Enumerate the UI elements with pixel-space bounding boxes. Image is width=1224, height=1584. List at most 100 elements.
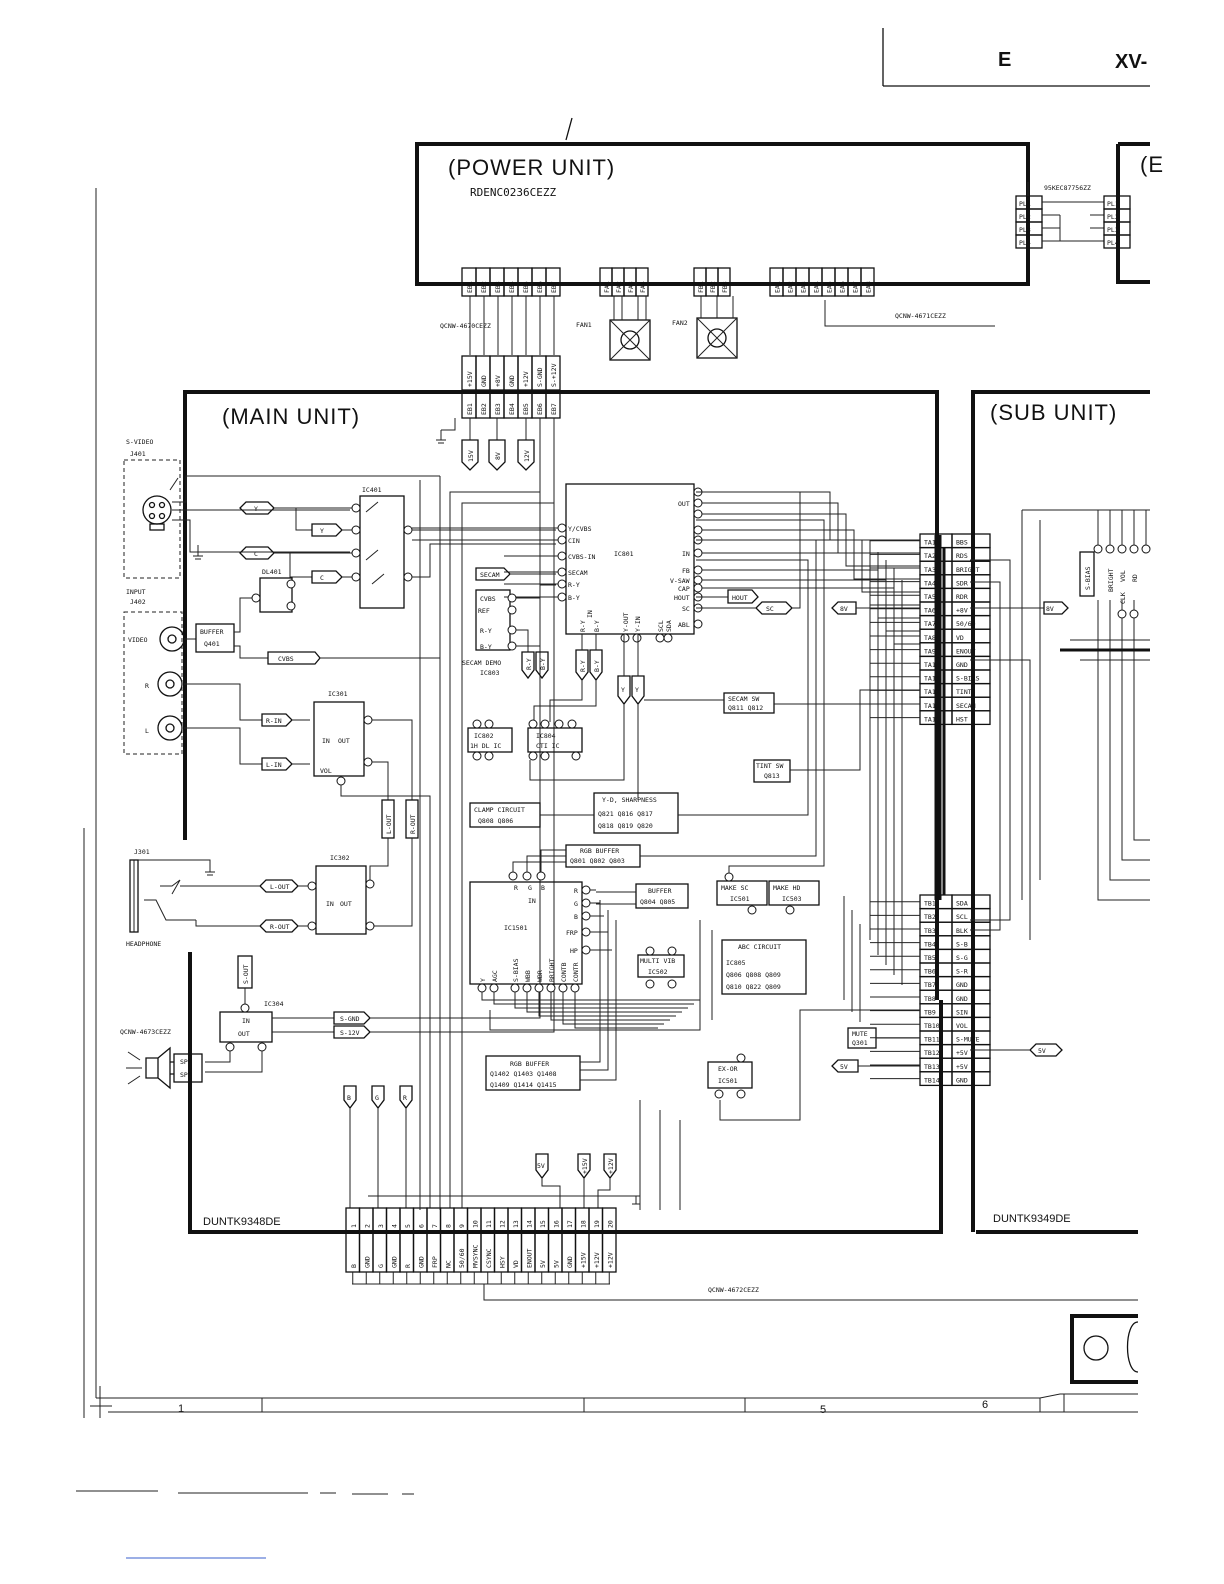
ic304-out: OUT (238, 1030, 250, 1038)
sub-pin-wire (1133, 600, 1150, 841)
ic801-by-label: B-Y (593, 620, 601, 632)
ta-pin: TA11 (924, 675, 940, 683)
ta-pin: TA8 (924, 634, 936, 642)
video-jack[interactable] (159, 626, 185, 652)
ry-vflag-b: R-Y (579, 660, 587, 672)
ea-label: EA8 (865, 281, 873, 293)
header-model: XV- (1115, 51, 1147, 73)
eb-signal-label: +8V (494, 375, 502, 387)
tb-signal: S-G (956, 954, 968, 962)
ic1501-right-label: FRP (566, 929, 578, 937)
rgb-buffer-2-q2: Q1409 Q1414 Q1415 (490, 1081, 557, 1089)
ta-signal: RDR (956, 593, 968, 601)
sharpness-label: Y-D, SHARPNESS (602, 796, 657, 804)
g-flag: G (375, 1094, 379, 1102)
hout-flag: HOUT (732, 594, 748, 602)
by-vflag-b: B-Y (593, 660, 601, 672)
ta-pin: TA13 (924, 702, 940, 710)
abc-q2: Q810 Q822 Q809 (726, 983, 781, 991)
tb-signal: +5V (956, 1049, 968, 1057)
eb-top-label: EB7 (550, 281, 558, 293)
tint-sw-q: Q813 (764, 772, 780, 780)
l-in-flag: L-IN (266, 761, 282, 769)
make-sc: MAKE SC IC501 (696, 519, 825, 915)
fb-label: FB2 (709, 281, 717, 293)
sp2-label: SP2 (180, 1071, 192, 1079)
secam-sw: SECAM SW Q811 Q812 (644, 692, 920, 714)
ta-pin: TA10 (924, 661, 940, 669)
svideo-ref: J401 (130, 450, 146, 458)
ic801-right-label: HOUT (674, 594, 690, 602)
make-hd-ic: IC503 (782, 895, 802, 903)
eb-main-cell (545, 391, 561, 419)
ic802-label-a: IC802 (474, 732, 494, 740)
sub-unit-part: DUNTK9349DE (993, 1213, 1071, 1225)
ic801-left-pin (557, 592, 567, 602)
v8-flag: 8V (494, 452, 502, 460)
s-out-vflag: S-OUT (242, 964, 250, 984)
make-sc-ic: IC501 (730, 895, 750, 903)
tb-pin: TB14 (924, 1076, 940, 1084)
sharpness-q1: Q821 Q816 Q817 (598, 810, 653, 818)
y-flag-2: Y (320, 527, 324, 535)
ic302-label: IC302 (330, 854, 350, 862)
sub-unit-frame (971, 390, 1150, 1234)
bottom-connector: 1B2GND3G4GND5R6GND7FRP8NC950/6010MVSYNC1… (345, 1207, 617, 1285)
svideo-jack: S-VIDEO J401 (123, 438, 440, 579)
ic1501-wire (550, 992, 670, 1021)
r-jack[interactable] (157, 671, 183, 697)
ic801-right-pin (693, 583, 703, 593)
tb-signal: GND (956, 981, 968, 989)
multi-vib-ic: IC502 (648, 968, 668, 976)
ic304-in: IN (242, 1017, 250, 1025)
ic1501-wire (574, 992, 658, 1029)
eb-signal-label: GND (508, 375, 516, 387)
eb-signal-label: S-GND (536, 367, 544, 387)
ea-cable-label: QCNW-4671CEZZ (895, 312, 946, 320)
headphone-ref: J301 (134, 848, 150, 856)
tb-pin: TB11 (924, 1036, 940, 1044)
y-vflag-1: Y (621, 686, 625, 694)
ic1501-bottom-pin (522, 983, 532, 993)
ta-pin: TA1 (924, 539, 936, 547)
eb-top-label: EB5 (522, 281, 530, 293)
ic801-bottom-pin (655, 633, 665, 643)
ta-pin: TA12 (924, 688, 940, 696)
ic804-label-a: IC804 (536, 732, 556, 740)
ta-signal: BRIGHT (956, 566, 980, 574)
ea-label: EA2 (787, 281, 795, 293)
make-sc-label: MAKE SC (721, 884, 748, 892)
ta-signal: S-BIAS (956, 675, 980, 683)
bottom-signal-label: MVSYNC (471, 1244, 479, 1268)
sub-vol-label: VOL (1119, 570, 1127, 582)
ic1501-bottom-label: Y (479, 978, 487, 982)
sub-pin (1117, 544, 1127, 554)
ic1501-right-pin (581, 885, 591, 895)
l-jack[interactable] (157, 715, 183, 741)
ic1501-wire (493, 992, 694, 1005)
ta-signal: GND (956, 661, 968, 669)
ic304-label: IC304 (264, 1000, 284, 1008)
clamp-q: Q808 Q806 (478, 817, 513, 825)
tb-pin: TB7 (924, 981, 936, 989)
grid-1: 1 (178, 1403, 184, 1415)
fan2: FAN2 (672, 296, 738, 359)
tb-signal: SIN (956, 1008, 968, 1016)
pl-label: PL2 (1107, 213, 1119, 221)
s-gnd-flag: S-GND (340, 1015, 360, 1023)
eb-main-label: EB1 (466, 403, 474, 415)
ex-or: EX-OR IC501 (707, 1053, 753, 1099)
ic801-ry-label: R-Y (579, 620, 587, 632)
ic803-label: R-Y (480, 627, 492, 635)
s-12v-flag: S-12V (340, 1029, 360, 1037)
svideo-label: S-VIDEO (126, 438, 153, 446)
tb-pin: TB4 (924, 940, 936, 948)
ic801-bottom-label: SCL (657, 620, 665, 632)
ic801-left-pin (557, 535, 567, 545)
